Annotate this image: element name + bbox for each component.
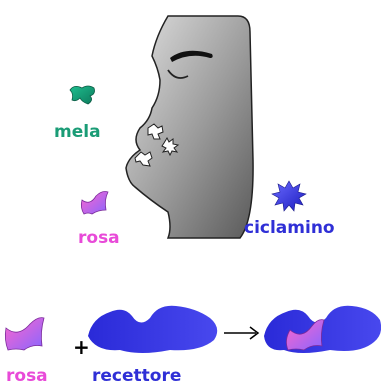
rosa-label: rosa (78, 228, 120, 248)
rosa-molecule-icon (81, 192, 108, 215)
ciclamino-molecule-icon (272, 181, 306, 211)
ciclamino-label: ciclamino (244, 218, 335, 238)
mela-label: mela (54, 122, 101, 142)
rosa-bottom-label: rosa (6, 366, 48, 386)
receptor-icon (88, 306, 217, 353)
rosa-molecule-bottom-icon (5, 318, 44, 350)
mela-molecule-icon (70, 86, 95, 104)
arrow-icon (224, 327, 258, 339)
face-profile-icon (126, 16, 253, 238)
recettore-label: recettore (92, 366, 181, 386)
receptor-bound-icon (264, 306, 381, 353)
plus-sign: + (73, 335, 90, 359)
